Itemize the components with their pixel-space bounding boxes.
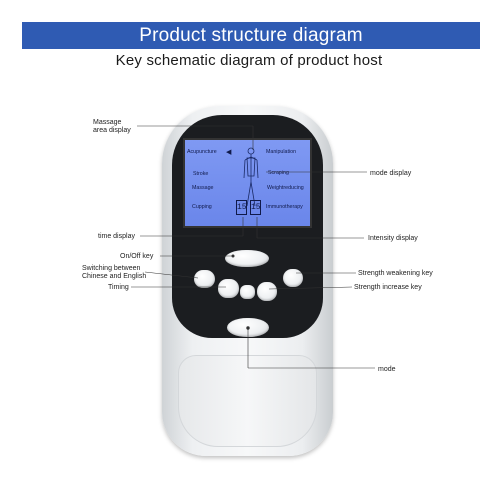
label-switching: Switching between Chinese and English [82,265,146,281]
label-timing: Timing [108,284,129,291]
lcd-intensity-value: 15 [250,200,261,215]
lcd-mode-immunotherapy: Immunotherapy [266,204,303,210]
center-button[interactable] [240,285,255,299]
triangle-left-icon: ◀ [226,149,232,156]
label-mode: mode [378,366,396,373]
timing-button[interactable] [218,279,239,298]
label-massage-area: Massage area display [93,119,131,135]
lcd-mode-scraping: Scraping [268,170,289,176]
label-strength-increase: Strength increase key [354,284,422,291]
diagram-subtitle: Key schematic diagram of product host [115,52,383,69]
label-switching-text: Switching between Chinese and English [82,265,147,280]
strength-increase-button[interactable] [257,282,277,301]
lcd-mode-weightreducing: Weightreducing [267,185,304,191]
lcd-mode-acupuncture: Acupuncture [187,149,217,155]
label-strength-weakening: Strength weakening key [358,270,433,277]
human-body-icon [243,147,259,207]
language-switch-button[interactable] [194,270,215,288]
label-on-off-key: On/Off key [120,253,154,260]
mode-button[interactable] [227,318,269,337]
diagram-title: Product structure diagram [139,25,363,46]
label-intensity-display: Intensity display [368,235,418,242]
lcd-mode-manipulation: Manipulation [266,149,297,155]
device-grip-area [178,355,317,447]
label-massage-area-text: Massage area display [93,119,131,134]
lcd-screen [183,138,312,228]
on-off-button[interactable] [225,250,269,267]
label-time-display: time display [98,233,135,240]
diagram-title-bar: Product structure diagram [22,22,480,49]
lcd-mode-massage: Massage [192,185,214,191]
lcd-time-value: 15 [236,200,247,215]
strength-weakening-button[interactable] [283,269,303,287]
label-mode-display: mode display [370,170,412,177]
lcd-mode-stroke: Stroke [193,171,209,177]
lcd-mode-cupping: Cupping [192,204,212,210]
